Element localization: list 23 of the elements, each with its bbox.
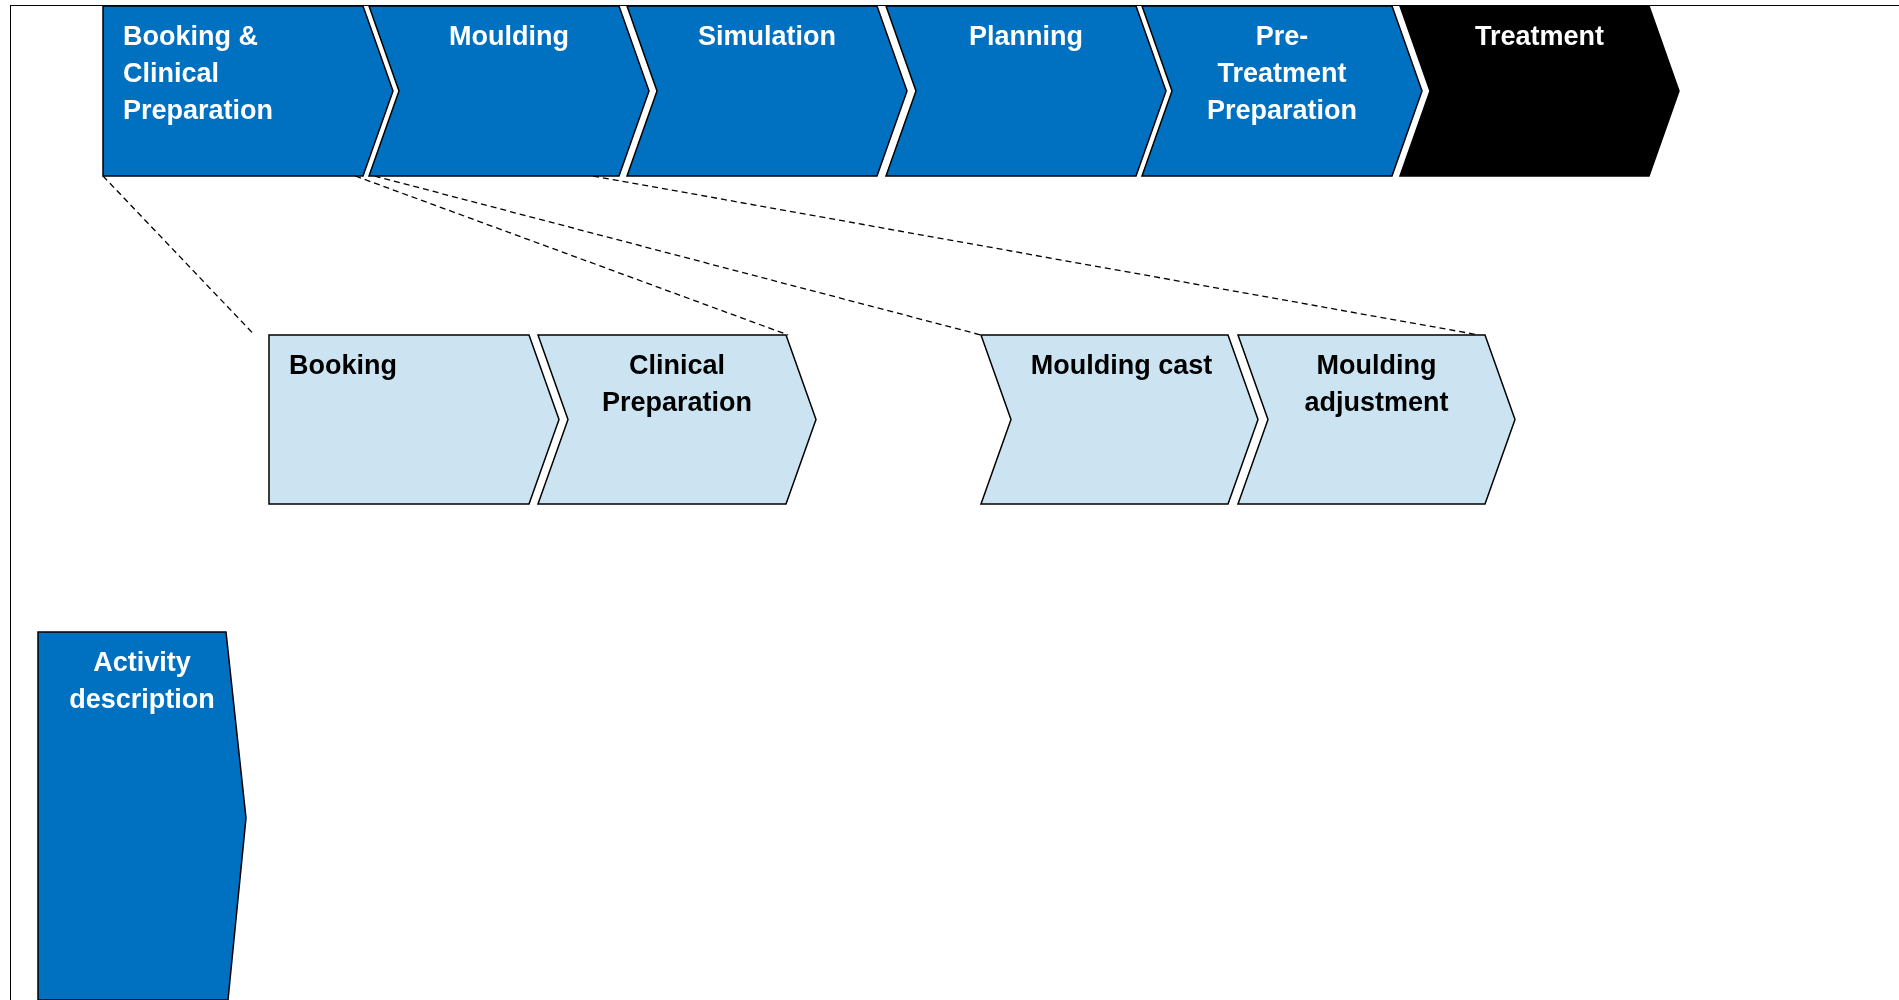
step-label: Pre-Treatment Preparation bbox=[1205, 20, 1358, 127]
chevron-step bbox=[269, 335, 559, 504]
chevron-step bbox=[1142, 6, 1422, 176]
step-label: Moulding cast bbox=[1029, 349, 1214, 382]
chevron-step bbox=[1400, 6, 1679, 176]
chevron-step bbox=[981, 335, 1258, 504]
chevron-step bbox=[369, 6, 649, 176]
step-label: Moulding bbox=[448, 20, 570, 53]
chevron-step bbox=[886, 6, 1166, 176]
step-label: Booking & Clinical Preparation bbox=[123, 20, 275, 127]
step-label: Activity description bbox=[68, 646, 216, 716]
dashed-leader-line bbox=[354, 175, 789, 336]
step-label: Clinical Preparation bbox=[600, 349, 753, 419]
chevron-step bbox=[538, 335, 816, 504]
step-label: Simulation bbox=[697, 20, 837, 53]
chevron-step bbox=[38, 632, 246, 1000]
step-label: Treatment bbox=[1473, 20, 1605, 53]
step-label: Planning bbox=[968, 20, 1084, 53]
chevron-step bbox=[627, 6, 907, 176]
step-label: Moulding adjustment bbox=[1303, 349, 1450, 419]
chevron-step bbox=[1238, 335, 1515, 504]
step-label: Booking bbox=[289, 349, 398, 382]
chevron-step bbox=[103, 6, 393, 176]
